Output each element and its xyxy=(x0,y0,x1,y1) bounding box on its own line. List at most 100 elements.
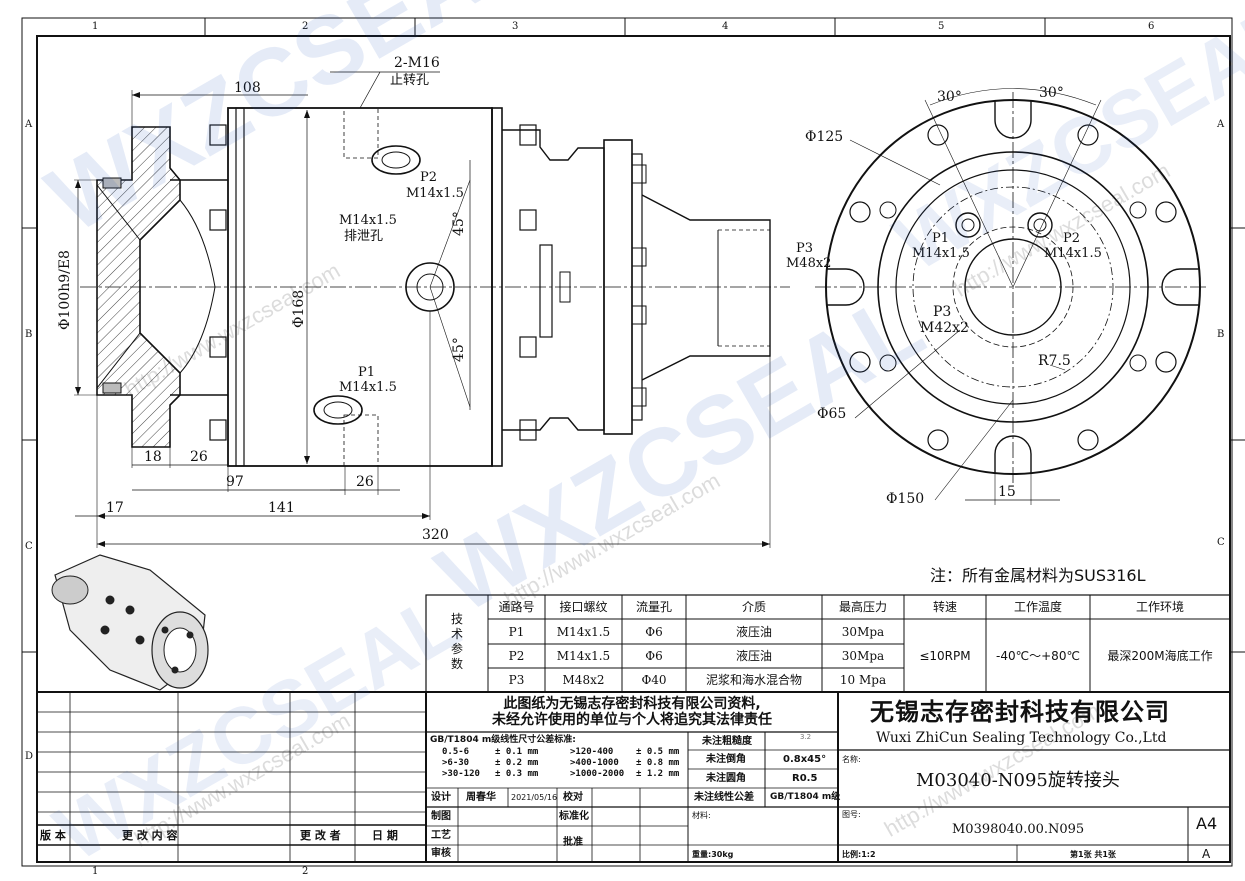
tol-r1-c1: 0.5-6 xyxy=(442,747,470,757)
paper-size: A4 xyxy=(1196,814,1218,833)
dim-15: 15 xyxy=(998,484,1016,500)
th-thread: 接口螺纹 xyxy=(559,600,608,614)
tol-r3-c2: ± 0.3 mm xyxy=(495,769,539,779)
tol-r1-c2: ± 0.1 mm xyxy=(495,747,539,757)
td-p2-channel: P2 xyxy=(508,649,525,663)
rev-version-header: 版 本 xyxy=(40,829,66,842)
zone-row-a-right: A xyxy=(1217,119,1225,130)
fillet-value: R0.5 xyxy=(792,773,818,784)
td-p2-thread: M14x1.5 xyxy=(556,649,611,663)
td-p3-channel: P3 xyxy=(508,673,525,687)
linear-tol-label: 未注线性公差 xyxy=(694,792,754,803)
angle-right-30: 30° xyxy=(1039,85,1064,101)
tech-side-2: 术 xyxy=(451,627,464,641)
tol-r2-c1: >6-30 xyxy=(442,758,470,768)
design-label: 设计 xyxy=(431,792,451,803)
zone-row-c-right: C xyxy=(1217,537,1225,548)
radius-r7-5: R7.5 xyxy=(1038,353,1071,369)
linear-tol-value: GB/T1804 m级 xyxy=(770,792,841,802)
copyright-line-1: 此图纸为无锡志存密封科技有限公司资料, xyxy=(503,696,761,712)
angle-upper-45: 45° xyxy=(451,211,467,236)
zone-row-d: D xyxy=(25,751,34,762)
material-label: 材料: xyxy=(692,811,711,820)
zone-row-b: B xyxy=(25,329,33,340)
process-label: 工艺 xyxy=(431,830,451,841)
approve-label: 批准 xyxy=(563,837,583,848)
p2-front-label: P2 xyxy=(1063,231,1081,246)
th-speed: 转速 xyxy=(932,600,957,614)
zone-col-2: 2 xyxy=(302,21,309,32)
th-flow-hole: 流量孔 xyxy=(635,600,672,614)
angle-left-30: 30° xyxy=(937,89,962,105)
zone-row-c: C xyxy=(25,541,33,552)
dim-26-right: 26 xyxy=(356,474,374,490)
tol-r3-c1: >30-120 xyxy=(442,769,480,779)
rev-author-header: 更 改 者 xyxy=(300,829,341,842)
td-p3-thread: M48x2 xyxy=(562,673,605,687)
td-p1-channel: P1 xyxy=(508,625,525,639)
dim-320: 320 xyxy=(422,527,449,543)
dim-phi65: Φ65 xyxy=(817,406,847,422)
p1-side-label: P1 xyxy=(358,365,376,380)
rev-date-header: 日 期 xyxy=(372,829,398,842)
p1-front-label: P1 xyxy=(932,231,950,246)
design-date: 2021/05/16 xyxy=(511,793,558,802)
p3-side-label: P3 xyxy=(796,241,814,256)
tol-r2-c3: >400-1000 xyxy=(570,758,619,768)
drawing-number: M0398040.00.N095 xyxy=(952,822,1085,837)
tech-side-3: 参 xyxy=(451,642,464,656)
copyright-line-2: 未经允许使用的单位与个人将追究其法律责任 xyxy=(492,712,772,728)
tol-r1-c3: >120-400 xyxy=(570,747,614,757)
th-max-pressure: 最高压力 xyxy=(838,600,887,614)
rev-content-header: 更 改 内 容 xyxy=(122,829,178,842)
company-name-cn: 无锡志存密封科技有限公司 xyxy=(870,697,1170,726)
td-p3-medium: 泥浆和海水混合物 xyxy=(705,673,802,687)
zone-col-3: 3 xyxy=(512,21,519,32)
td-p3-flow: Φ40 xyxy=(641,673,667,687)
review-label: 审核 xyxy=(431,848,451,859)
dim-97: 97 xyxy=(226,474,244,490)
zone-col-4: 4 xyxy=(722,21,729,32)
standardize-label: 标准化 xyxy=(559,811,589,822)
part-name: M03040-N095旋转接头 xyxy=(916,770,1120,791)
drain-thread: M14x1.5 xyxy=(339,213,397,228)
tol-r3-c3: >1000-2000 xyxy=(570,769,625,779)
dim-phi125: Φ125 xyxy=(805,129,844,145)
tech-side-1: 技 xyxy=(451,612,464,626)
td-p1-medium: 液压油 xyxy=(735,625,772,639)
fillet-label: 未注圆角 xyxy=(706,773,746,784)
weight-label: 重量:30kg xyxy=(692,850,734,859)
drawing-no-label: 图号: xyxy=(842,810,861,819)
angle-lower-45: 45° xyxy=(451,337,467,362)
scale-label: 比例:1:2 xyxy=(842,850,876,859)
dim-26-left: 26 xyxy=(190,449,208,465)
dim-141: 141 xyxy=(268,500,295,516)
td-p3-pressure: 10 Mpa xyxy=(839,673,887,687)
th-channel: 通路号 xyxy=(498,600,535,614)
material-note: 注：所有金属材料为SUS316L xyxy=(930,566,1146,585)
p2-side-thread: M14x1.5 xyxy=(406,186,464,201)
drain-label: 排泄孔 xyxy=(344,229,384,244)
dim-phi100: Φ100h9/E8 xyxy=(57,250,73,330)
th-environment: 工作环境 xyxy=(1135,600,1184,614)
zone-col-5: 5 xyxy=(938,21,945,32)
check-label: 校对 xyxy=(563,792,583,803)
dim-phi150: Φ150 xyxy=(886,491,925,507)
td-p2-pressure: 30Mpa xyxy=(841,649,885,663)
stop-hole-label: 止转孔 xyxy=(390,73,430,88)
zone-col-2-bottom: 2 xyxy=(302,866,309,877)
p2-front-thread: M14x1.5 xyxy=(1044,246,1102,261)
chamfer-value: 0.8x45° xyxy=(783,754,827,765)
zone-row-b-right: B xyxy=(1217,329,1225,340)
dim-108: 108 xyxy=(234,80,261,96)
tol-r2-c2: ± 0.2 mm xyxy=(495,758,539,768)
zone-col-1: 1 xyxy=(92,21,99,32)
tol-r1-c4: ± 0.5 mm xyxy=(636,747,680,757)
td-environment: 最深200M海底工作 xyxy=(1107,649,1213,663)
td-p2-medium: 液压油 xyxy=(735,649,772,663)
isometric-render xyxy=(51,554,209,691)
paper-size-small: A xyxy=(1202,847,1211,861)
roughness-label: 未注粗糙度 xyxy=(702,736,752,747)
